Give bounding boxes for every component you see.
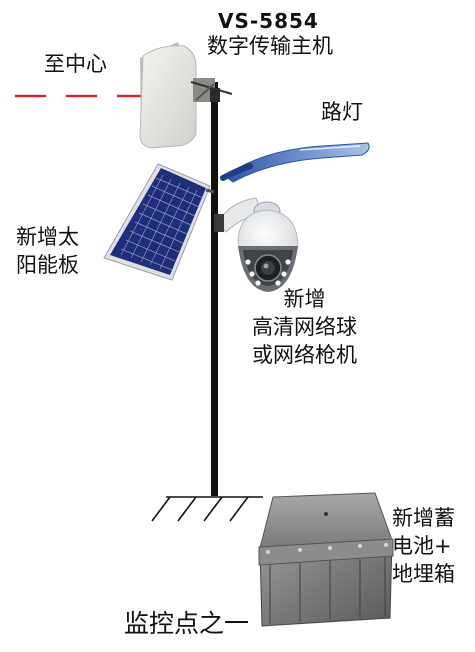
solar-label: 新增太 阳能板 bbox=[16, 223, 79, 279]
solar-panel bbox=[103, 163, 215, 281]
transmission-antenna bbox=[139, 42, 233, 149]
model-label: VS-5854 bbox=[218, 9, 319, 33]
camera-label: 新增 高清网络球 或网络枪机 bbox=[252, 285, 357, 369]
host-label: 数字传输主机 bbox=[207, 34, 333, 58]
solar-label-line: 新增太 bbox=[16, 225, 79, 249]
dome-camera bbox=[214, 197, 299, 292]
battery-label: 新增蓄 电池+ 地埋箱 bbox=[392, 504, 455, 588]
streetlight-label: 路灯 bbox=[321, 100, 363, 124]
battery-label-line: 电池+ bbox=[392, 534, 452, 558]
streetlight bbox=[220, 142, 370, 183]
camera-label-line: 新增 bbox=[283, 287, 326, 311]
battery-label-line: 新增蓄 bbox=[392, 506, 455, 530]
buried-battery-box bbox=[258, 492, 394, 627]
pole bbox=[211, 82, 218, 496]
center-label: 至中心 bbox=[44, 52, 107, 76]
ground-symbol bbox=[151, 496, 263, 522]
camera-label-line: 高清网络球 bbox=[252, 315, 357, 339]
camera-label-line: 或网络枪机 bbox=[252, 343, 357, 367]
diagram-caption: 监控点之一 bbox=[124, 609, 250, 638]
solar-label-line: 阳能板 bbox=[16, 253, 79, 277]
battery-label-line: 地埋箱 bbox=[392, 562, 455, 586]
